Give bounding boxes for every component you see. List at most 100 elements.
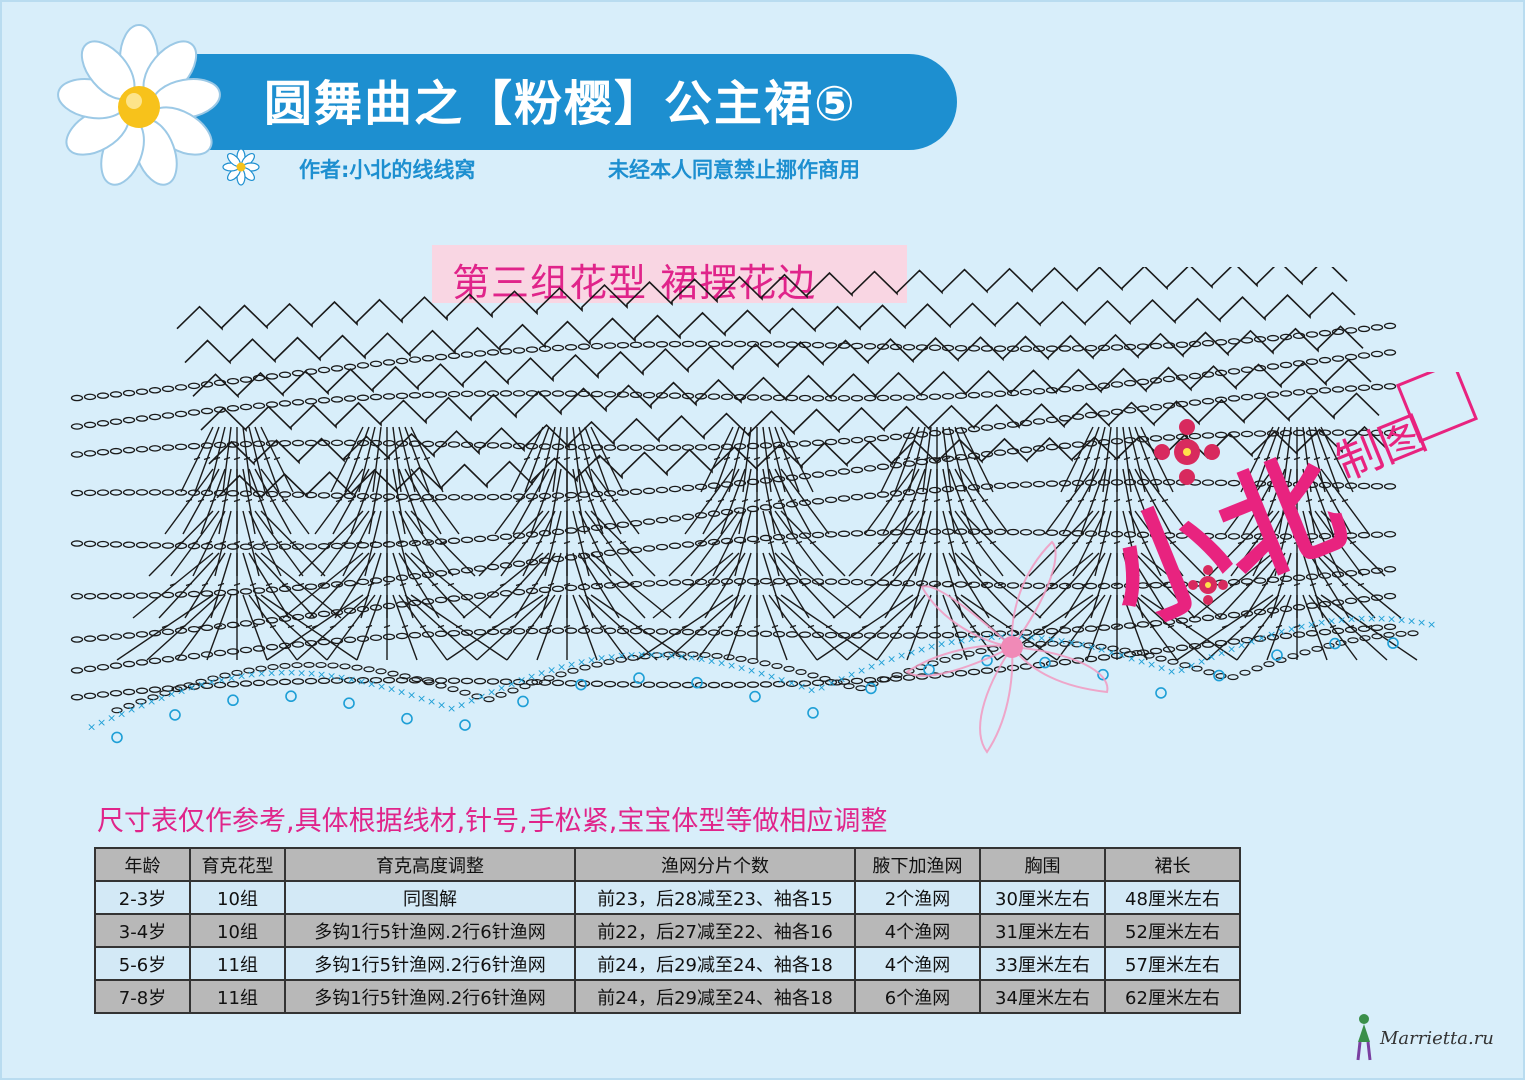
double-crochet xyxy=(918,468,932,535)
chain-stitch xyxy=(1227,674,1239,681)
edging-stitch: × xyxy=(87,721,96,734)
chain-stitch xyxy=(96,489,110,496)
chain-stitch xyxy=(980,483,994,490)
chain-stitch xyxy=(1162,646,1176,653)
cell-mesh-count: 前24，后29减至24、袖各18 xyxy=(574,946,856,981)
double-crochet xyxy=(1064,552,1106,619)
chain-stitch xyxy=(1370,594,1384,601)
chain-stitch xyxy=(291,662,303,669)
edging-stitch: × xyxy=(867,660,876,673)
edging-stitch: × xyxy=(1297,620,1306,633)
chain-stitch xyxy=(891,672,903,679)
chain-stitch xyxy=(1071,345,1085,352)
edging-stitch: × xyxy=(817,681,826,694)
chain-stitch xyxy=(239,543,253,550)
double-crochet xyxy=(210,552,232,619)
chain-stitch xyxy=(1227,533,1241,540)
double-crochet xyxy=(242,426,252,493)
chain-stitch xyxy=(564,554,578,561)
chain-stitch xyxy=(122,489,136,496)
double-crochet xyxy=(500,510,550,577)
double-crochet xyxy=(1134,510,1184,577)
cell-yoke-pattern: 11组 xyxy=(189,979,286,1014)
chain-stitch xyxy=(798,440,812,447)
double-crochet xyxy=(1134,426,1160,493)
double-crochet xyxy=(572,426,582,493)
double-crochet xyxy=(780,510,846,577)
chain-stitch xyxy=(207,675,219,682)
chain-stitch xyxy=(735,655,747,662)
double-crochet xyxy=(780,468,830,535)
chain-stitch xyxy=(1058,415,1072,422)
double-crochet xyxy=(1026,594,1100,661)
chain-stitch xyxy=(655,628,669,635)
chain-stitch xyxy=(889,433,903,441)
chain-stitch xyxy=(304,398,318,405)
edging-stitch: × xyxy=(317,668,326,681)
chain-stitch xyxy=(161,412,175,419)
chain-stitch xyxy=(122,389,136,397)
chain-stitch xyxy=(330,677,344,684)
double-crochet xyxy=(774,594,848,661)
double-crochet xyxy=(158,552,220,619)
chain-stitch xyxy=(967,391,981,399)
chain-stitch xyxy=(642,681,656,688)
chain-stitch xyxy=(1201,339,1215,347)
chain-stitch xyxy=(369,577,383,584)
chain-stitch xyxy=(213,406,227,413)
double-crochet xyxy=(478,510,544,577)
double-crochet xyxy=(1240,426,1274,493)
chain-stitch xyxy=(824,631,838,639)
chain-stitch xyxy=(723,654,735,661)
chain-stitch xyxy=(1006,481,1020,489)
double-crochet xyxy=(180,426,214,493)
chain-stitch xyxy=(1006,421,1020,428)
chain-stitch xyxy=(70,540,84,547)
picot xyxy=(227,694,239,707)
edging-stitch: × xyxy=(1227,642,1236,655)
double-crochet xyxy=(900,468,926,535)
chain-stitch xyxy=(183,682,195,689)
chain-stitch xyxy=(1058,345,1072,352)
chain-stitch xyxy=(850,493,864,501)
double-crochet xyxy=(578,594,628,661)
chain-stitch xyxy=(889,343,903,351)
chain-stitch xyxy=(1214,369,1228,377)
edging-stitch: × xyxy=(747,664,756,677)
edging-stitch: × xyxy=(177,684,186,697)
chain-stitch xyxy=(512,347,526,354)
double-crochet xyxy=(254,510,304,577)
chain-stitch xyxy=(811,578,825,585)
chain-stitch xyxy=(720,443,734,451)
double-crochet xyxy=(1102,426,1112,493)
double-crochet xyxy=(116,594,214,661)
chain-stitch xyxy=(551,585,565,593)
edging-stitch: × xyxy=(697,653,706,666)
picot xyxy=(1097,668,1109,681)
cell-mesh-count: 前22，后27减至22、袖各16 xyxy=(574,913,856,948)
chain-stitch xyxy=(675,651,687,658)
chain-stitch xyxy=(746,681,760,688)
double-crochet xyxy=(398,468,424,535)
edging-stitch: × xyxy=(1417,616,1426,629)
chain-stitch xyxy=(330,365,344,372)
edging-stitch: × xyxy=(567,658,576,671)
chain-stitch xyxy=(135,659,149,666)
chain-stitch xyxy=(1357,531,1371,539)
edging-stitch: × xyxy=(217,673,226,686)
chain-stitch xyxy=(876,632,890,639)
chain-stitch xyxy=(525,627,539,635)
edging-stitch: × xyxy=(937,638,946,651)
chain-stitch xyxy=(615,656,627,663)
chain-stitch xyxy=(798,472,812,480)
chain-stitch xyxy=(174,384,188,391)
cell-chest: 30厘米左右 xyxy=(979,880,1106,915)
chain-stitch xyxy=(954,631,968,639)
chain-stitch xyxy=(980,630,994,638)
chain-stitch xyxy=(387,670,399,677)
chain-stitch xyxy=(590,680,604,688)
chain-stitch xyxy=(174,489,188,496)
double-crochet xyxy=(954,426,980,493)
edging-stitch: × xyxy=(1407,615,1416,628)
